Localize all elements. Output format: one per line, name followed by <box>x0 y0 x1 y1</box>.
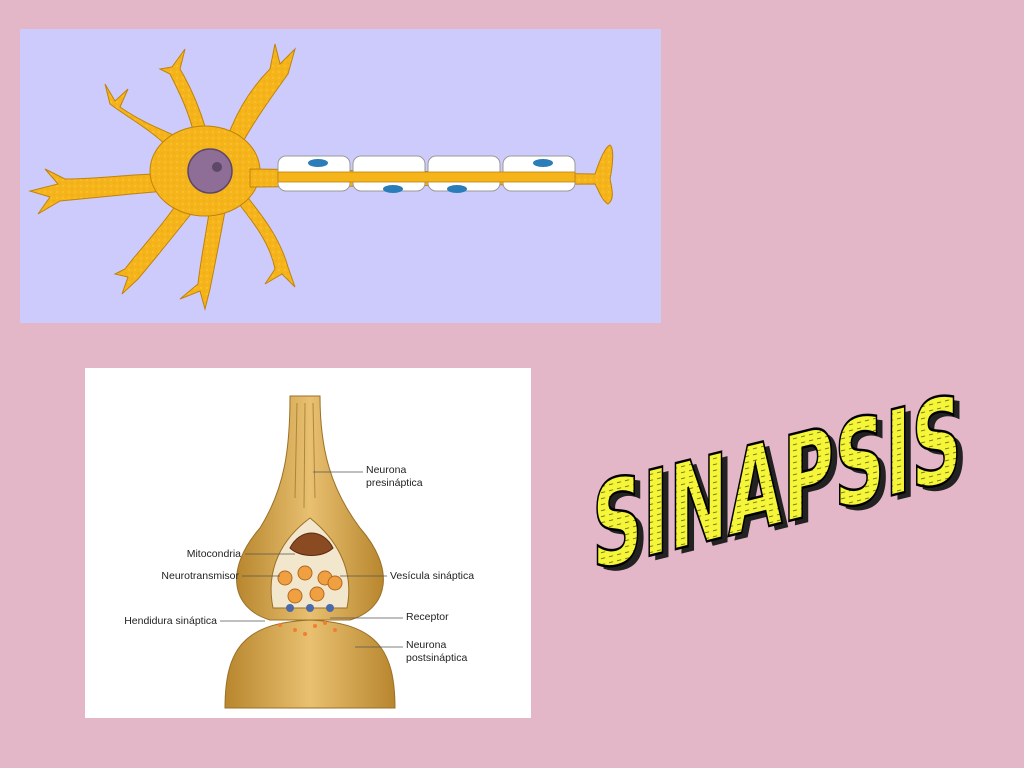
nucleus <box>187 148 233 194</box>
label-postsynaptic: Neurona <box>406 639 446 651</box>
synapse-diagram-panel: Neurona presináptica Mitocondria Neurotr… <box>85 368 531 718</box>
neuron-illustration <box>28 43 614 311</box>
neuron-illustration-panel <box>20 29 661 323</box>
label-presynaptic-2: presináptica <box>366 477 423 489</box>
schwann-nuclei <box>308 159 553 193</box>
neurotransmitter-particles <box>278 621 337 636</box>
synapse-diagram: Neurona presináptica Mitocondria Neurotr… <box>124 395 474 709</box>
synaptic-vesicles <box>277 565 343 604</box>
receptors <box>286 604 334 612</box>
label-mitochondria: Mitocondria <box>187 548 241 560</box>
label-presynaptic: Neurona <box>366 464 406 476</box>
label-postsynaptic-2: postsináptica <box>406 652 467 664</box>
title-word-art: SINAPSIS SINAPSIS <box>591 370 968 603</box>
label-cleft: Hendidura sináptica <box>124 615 217 627</box>
postsynaptic-neuron <box>224 619 396 709</box>
mitochondria <box>289 532 334 556</box>
label-vesicle: Vesícula sináptica <box>390 570 474 582</box>
label-receptor: Receptor <box>406 611 449 623</box>
title-text: SINAPSIS <box>592 370 962 599</box>
label-neurotransmitter: Neurotransmisor <box>161 570 239 582</box>
presynaptic-terminal <box>236 395 384 621</box>
